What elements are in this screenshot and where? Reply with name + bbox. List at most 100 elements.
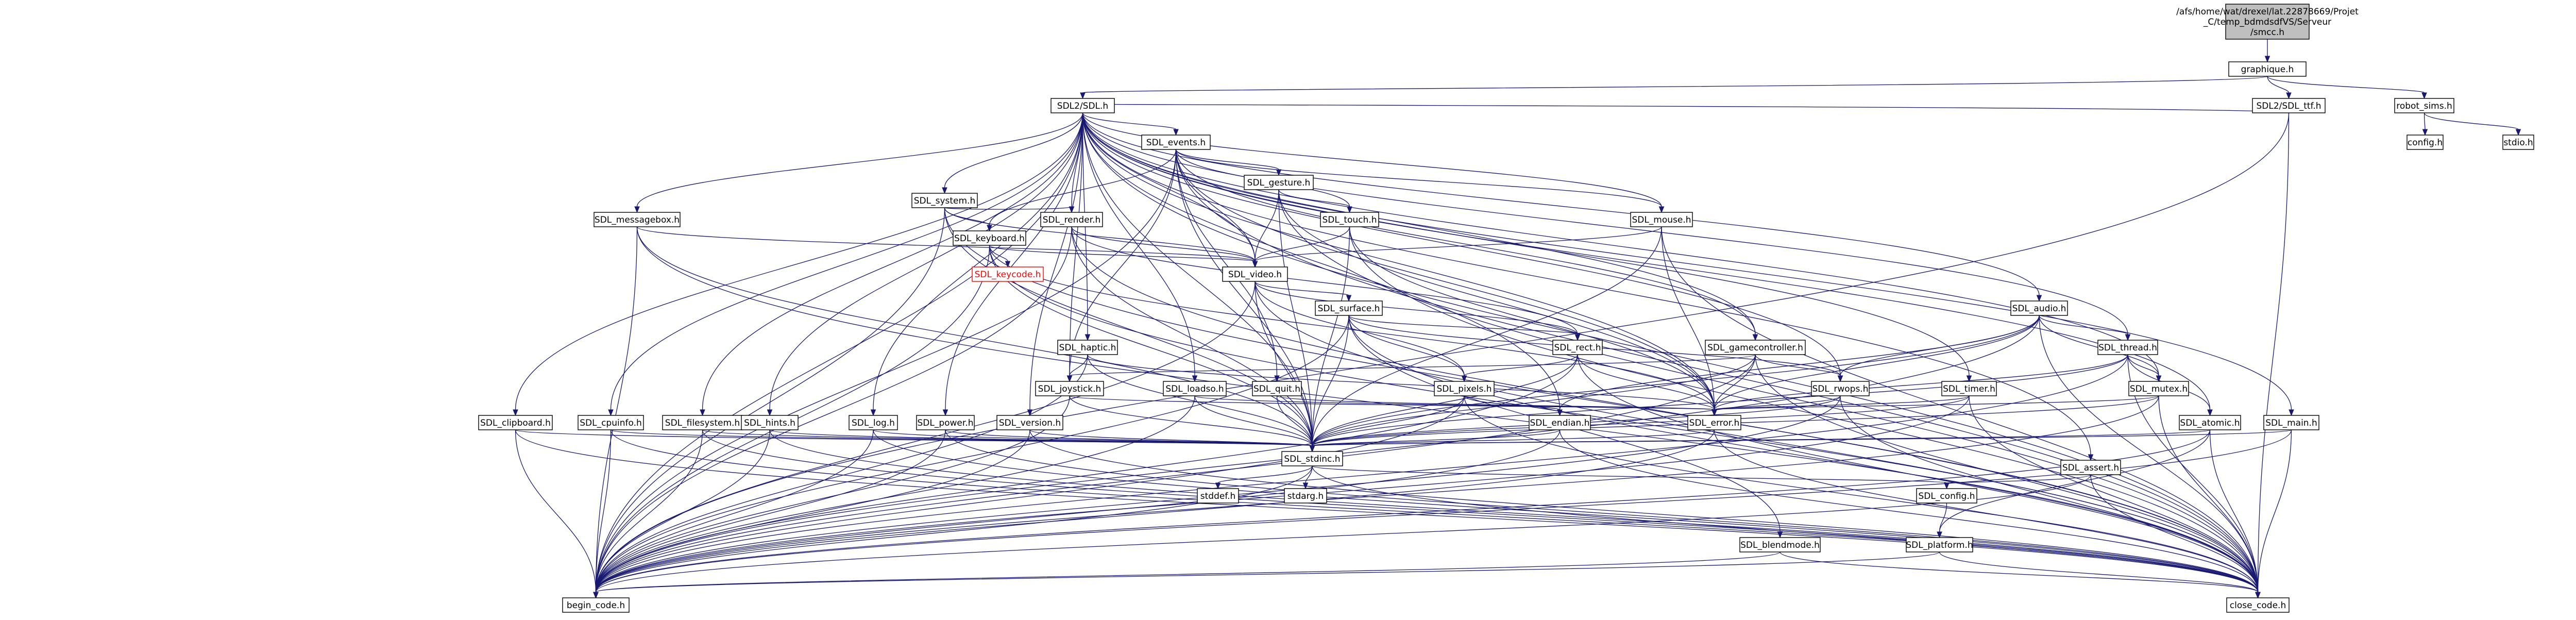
node-box: [1320, 212, 1379, 227]
edge-line: [2424, 112, 2519, 130]
edge-sdl-gesture-to-sdl-touch: [1278, 189, 1352, 213]
edge-sdl2-ttf-to-sdl2-sdl: [1080, 97, 2290, 113]
edge-line: [873, 429, 2259, 593]
edge-line: [1312, 315, 1349, 446]
arrow-head: [2421, 92, 2427, 99]
arrow-head: [1215, 482, 1221, 490]
edge-line: [944, 206, 1072, 210]
node-sdl-touch[interactable]: SDL_touch.h: [1320, 212, 1379, 227]
node-sdl-cpuinfo[interactable]: SDL_cpuinfo.h: [578, 415, 644, 430]
node-root[interactable]: /afs/home/wat/drexel/lat.22878669/Projet…: [2176, 4, 2359, 40]
edge-sdl-filesystem-to-close-code: [702, 429, 2261, 599]
edge-sdl2-sdl-to-sdl-messagebox: [634, 112, 1083, 213]
edge-line: [1082, 104, 2290, 113]
node-label: SDL_timer.h: [1943, 384, 1995, 394]
node-label: robot_sims.h: [2396, 101, 2452, 111]
node-sdl-error[interactable]: SDL_error.h: [1687, 415, 1741, 430]
arrow-head: [1276, 169, 1282, 176]
arrow-head: [942, 409, 948, 416]
node-sdl-mutex[interactable]: SDL_mutex.h: [2128, 381, 2189, 396]
node-sdl-timer[interactable]: SDL_timer.h: [1941, 381, 1997, 396]
node-sdl-messagebox[interactable]: SDL_messagebox.h: [594, 212, 681, 227]
node-box: [1050, 98, 1115, 113]
node-sdl-hints[interactable]: SDL_hints.h: [741, 415, 799, 430]
edge-line: [1029, 112, 1083, 410]
edge-sdl-touch-to-sdl-error: [1349, 226, 1717, 416]
node-sdl-atomic[interactable]: SDL_atomic.h: [2179, 415, 2241, 430]
edge-line: [595, 429, 770, 593]
node-sdl-audio[interactable]: SDL_audio.h: [2010, 300, 2068, 316]
node-box: [2097, 340, 2158, 355]
edge-line: [636, 112, 1083, 207]
node-stddef-h[interactable]: stddef.h: [1197, 488, 1239, 504]
node-sdl-blendmode[interactable]: SDL_blendmode.h: [1739, 537, 1821, 552]
edge-line: [1082, 112, 1756, 335]
edge-line: [595, 112, 1083, 593]
edge-line: [1082, 112, 1662, 207]
node-sdl-pixels[interactable]: SDL_pixels.h: [1434, 381, 1495, 396]
edge-line: [1577, 354, 1715, 410]
edge-line: [1255, 226, 1662, 262]
node-sdl2-ttf[interactable]: SDL2/SDL_ttf.h: [2252, 98, 2326, 113]
node-sdl-haptic[interactable]: SDL_haptic.h: [1057, 340, 1118, 355]
edge-line: [1312, 465, 1947, 483]
node-sdl-surface[interactable]: SDL_surface.h: [1315, 300, 1383, 316]
node-sdl-assert[interactable]: SDL_assert.h: [2060, 460, 2121, 475]
node-sdl-version[interactable]: SDL_version.h: [996, 415, 1063, 430]
edge-line: [1661, 226, 2259, 593]
node-sdl-config[interactable]: SDL_config.h: [1916, 488, 1977, 504]
node-box: [2406, 135, 2444, 150]
node-sdl-gesture[interactable]: SDL_gesture.h: [1244, 175, 1314, 190]
node-sdl-loadso[interactable]: SDL_loadso.h: [1163, 381, 1227, 396]
edge-line: [1464, 395, 2259, 593]
node-label: SDL_thread.h: [2098, 343, 2157, 353]
node-sdl2-sdl[interactable]: SDL2/SDL.h: [1050, 98, 1115, 113]
node-sdl-events[interactable]: SDL_events.h: [1141, 135, 1211, 150]
node-sdl-platform[interactable]: SDL_platform.h: [1906, 537, 1973, 552]
edge-line: [1082, 112, 2159, 376]
node-sdl-keycode[interactable]: SDL_keycode.h: [972, 266, 1044, 282]
edge-line: [1069, 395, 1313, 446]
node-sdl-stdinc[interactable]: SDL_stdinc.h: [1281, 451, 1343, 466]
edge-line: [944, 207, 1256, 262]
node-label: SDL2/SDL.h: [1057, 101, 1108, 111]
edge-line: [873, 112, 1083, 410]
node-begin-code[interactable]: begin_code.h: [562, 597, 630, 613]
node-sdl-main[interactable]: SDL_main.h: [2263, 415, 2319, 430]
node-sdl-endian[interactable]: SDL_endian.h: [1529, 415, 1591, 430]
edge-sdl-mutex-to-sdl-error: [1711, 395, 2159, 416]
edge-line: [989, 149, 1177, 226]
node-stdarg-h[interactable]: stdarg.h: [1284, 488, 1327, 504]
node-sdl-video[interactable]: SDL_video.h: [1222, 266, 1288, 282]
edge-sdl-endian-to-begin-code: [593, 429, 1561, 599]
node-sdl-mouse[interactable]: SDL_mouse.h: [1630, 212, 1693, 227]
node-sdl-log[interactable]: SDL_log.h: [849, 415, 898, 430]
node-sdl-keyboard[interactable]: SDL_keyboard.h: [953, 230, 1026, 246]
edge-sdl-mouse-to-sdl-video: [1252, 226, 1662, 268]
edge-line: [1780, 551, 2259, 593]
node-sdl-power[interactable]: SDL_power.h: [916, 415, 975, 430]
node-sdl-filesystem[interactable]: SDL_filesystem.h: [662, 415, 743, 430]
node-robot-sims[interactable]: robot_sims.h: [2394, 98, 2454, 113]
node-sdl-rwops[interactable]: SDL_rwops.h: [1811, 381, 1870, 396]
edge-sdl2-sdl-to-sdl-loadso: [1082, 112, 1198, 382]
edge-line: [1714, 395, 2159, 410]
node-sdl-quit[interactable]: SDL_quit.h: [1252, 381, 1302, 396]
edge-sdl-events-to-sdl-gamecontroller: [1175, 149, 1758, 341]
node-config-h[interactable]: config.h: [2406, 135, 2444, 150]
node-sdl-joystick[interactable]: SDL_joystick.h: [1035, 381, 1104, 396]
node-close-code[interactable]: close_code.h: [2226, 597, 2290, 613]
node-sdl-thread[interactable]: SDL_thread.h: [2097, 340, 2158, 355]
node-sdl-rect[interactable]: SDL_rect.h: [1552, 340, 1603, 355]
node-box: [2263, 415, 2319, 430]
node-sdl-system[interactable]: SDL_system.h: [911, 193, 978, 208]
node-sdl-render[interactable]: SDL_render.h: [1040, 212, 1103, 227]
node-label: SDL_hints.h: [744, 418, 795, 428]
edge-line: [1217, 465, 1313, 483]
edge-line: [1175, 149, 1756, 335]
node-sdl-clipboard[interactable]: SDL_clipboard.h: [478, 415, 553, 430]
node-graphique[interactable]: graphique.h: [2228, 61, 2307, 77]
node-stdio-h[interactable]: stdio.h: [2502, 135, 2534, 150]
node-sdl-gamecontroller[interactable]: SDL_gamecontroller.h: [1705, 340, 1806, 355]
edge-line: [989, 245, 1256, 262]
